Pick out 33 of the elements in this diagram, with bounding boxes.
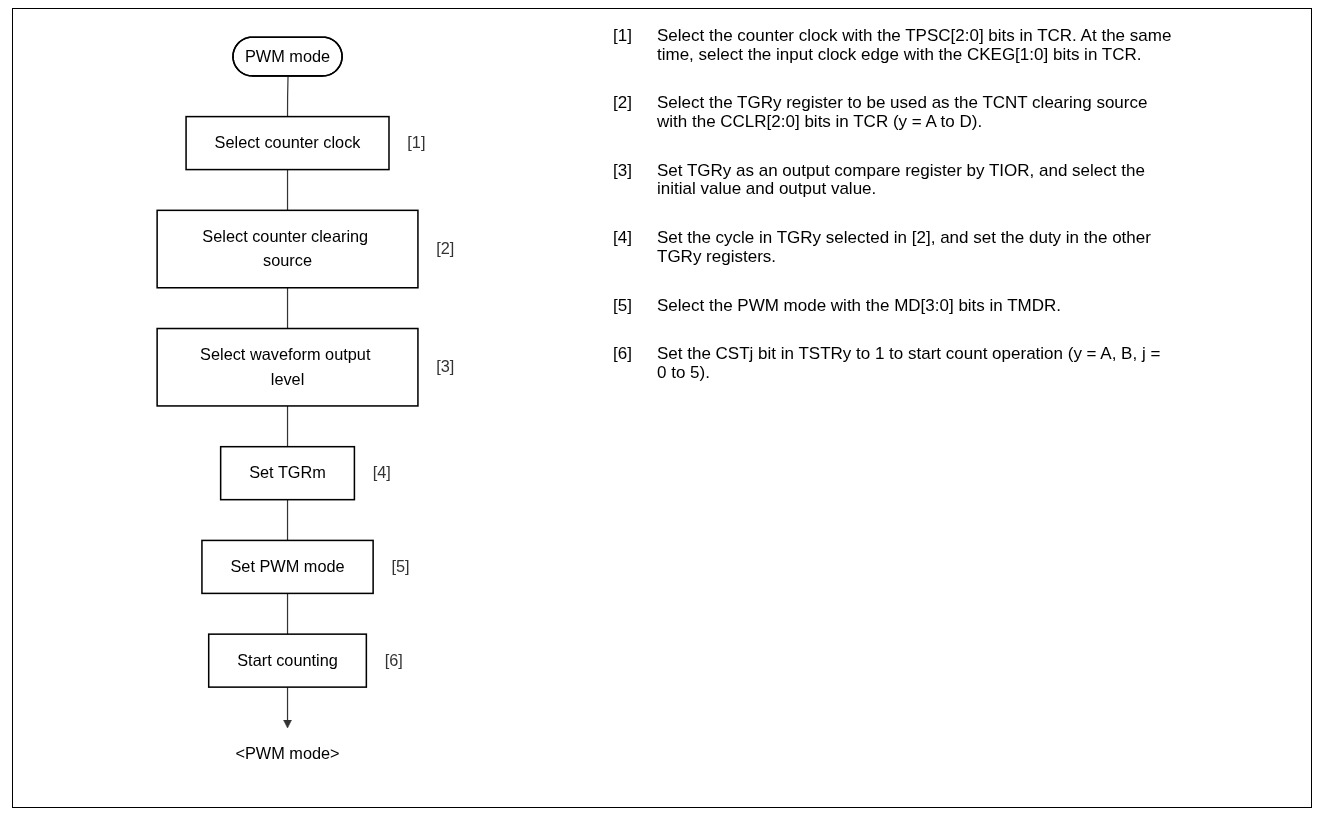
- note-text: Select the counter clock with the TPSC[2:0] bits in TCR. At the same time, select the input clock edge with the CKEG[1:0] bits in TCR.: [657, 27, 1173, 65]
- step-number: [1]: [407, 133, 426, 152]
- end-label: <PWM mode>: [235, 745, 340, 763]
- note-text: Set TGRy as an output compare register by TIOR, and select the initial value and output value.: [657, 161, 1146, 200]
- process-box: Select counter clearing source: [156, 209, 419, 289]
- step-number: [6]: [384, 650, 403, 669]
- connector-line: [286, 75, 289, 118]
- process-box: Start counting: [207, 633, 368, 688]
- note-number: [3]: [613, 161, 633, 182]
- connector-line: [286, 499, 289, 542]
- connector-line: [286, 592, 289, 635]
- note-text: Select the TGRy register to be used as the TCNT clearing source with the CCLR[2:0] bits in TCR (y = A to D).: [657, 94, 1149, 132]
- step-number: [2]: [436, 239, 455, 258]
- note-number: [4]: [613, 229, 633, 250]
- process-box: Set PWM mode: [201, 539, 374, 595]
- note-number: [2]: [613, 94, 633, 115]
- process-box: Select waveform output level: [156, 327, 419, 407]
- connector-line: [286, 287, 289, 330]
- connector-line: [286, 405, 289, 448]
- step-number: [3]: [436, 357, 455, 376]
- note-text: Select the PWM mode with the MD[3:0] bits in TMDR.: [657, 296, 1062, 316]
- step-number: [5]: [391, 557, 410, 575]
- connector-line: [286, 169, 289, 211]
- note-number: [6]: [613, 345, 633, 366]
- note-text: Set the CSTj bit in TSTRy to 1 to start count operation (y = A, B, j = 0 to 5).: [657, 345, 1162, 383]
- step-number: [4]: [372, 463, 391, 482]
- connector-line: [283, 686, 292, 729]
- note-number: [5]: [613, 296, 633, 316]
- note-text: Set the cycle in TGRy selected in [2], and set the duty in the other TGRy registers.: [657, 229, 1152, 267]
- process-box: Set TGRm: [219, 445, 356, 501]
- terminal-box: PWM mode: [232, 36, 343, 77]
- process-box: Select counter clock: [185, 115, 390, 171]
- note-number: [1]: [613, 27, 633, 47]
